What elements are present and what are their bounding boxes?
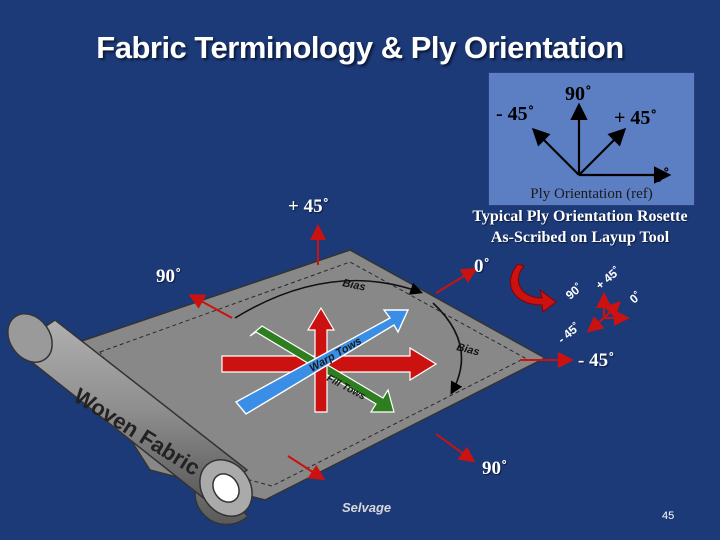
slide-title: Fabric Terminology & Ply Orientation: [96, 30, 624, 65]
bias-label-top: Bias: [341, 277, 366, 294]
label-bottom-90: 90˚: [482, 458, 508, 479]
small-rosette-minus45: - 45˚: [555, 320, 583, 347]
rosette-arrows: [531, 102, 672, 184]
bias-arc-right: [432, 302, 463, 395]
fabric-roll: [7, 313, 253, 526]
roll-core: [212, 473, 240, 503]
tow-arrows: [221, 306, 438, 415]
rosette-caption-line2: As-Scribed on Layup Tool: [490, 229, 670, 246]
rosette-inner-caption: Ply Orientation (ref): [530, 186, 653, 202]
rosette-minus45-line: [531, 127, 580, 176]
small-rosette-0: 0˚: [627, 289, 644, 307]
rosette-plus45-line: [578, 127, 627, 176]
rosette-label-90: 90˚: [565, 83, 592, 105]
page-number: 45: [662, 510, 675, 522]
transfer-arrow: [509, 263, 557, 313]
small-rosette-plus45: + 45˚: [593, 264, 623, 293]
selvage-label: Selvage: [342, 500, 391, 515]
rosette-label-plus45: + 45˚: [614, 107, 658, 129]
ply-orientation-rosette: 90˚ - 45˚ + 45˚ 0˚ Ply Orientation (ref): [488, 72, 695, 206]
label-top-0: 0˚: [474, 256, 490, 277]
rosette-caption-line1: Typical Ply Orientation Rosette: [472, 208, 688, 225]
label-left-90: 90˚: [156, 266, 182, 287]
left-90-direction-arrow: [188, 294, 233, 319]
warp-tows-arrow: [234, 309, 410, 415]
selvage-pointer-arrow: [287, 455, 326, 481]
small-rosette: 90˚ + 45˚ 0˚ - 45˚: [555, 264, 644, 347]
rosette-label-minus45: - 45˚: [496, 103, 535, 125]
label-right-minus45: - 45˚: [578, 350, 615, 371]
top-0-direction-arrow: [435, 267, 478, 294]
bottom-90-direction-arrow: [435, 433, 476, 463]
bias-arc-top: [234, 279, 424, 319]
label-top-plus45: + 45˚: [288, 196, 329, 217]
bias-label-right: Bias: [455, 341, 480, 358]
rosette-label-0: 0˚: [653, 165, 670, 187]
rosette-caption: Typical Ply Orientation Rosette As-Scrib…: [460, 206, 700, 248]
small-rosette-90: 90˚: [563, 280, 585, 302]
